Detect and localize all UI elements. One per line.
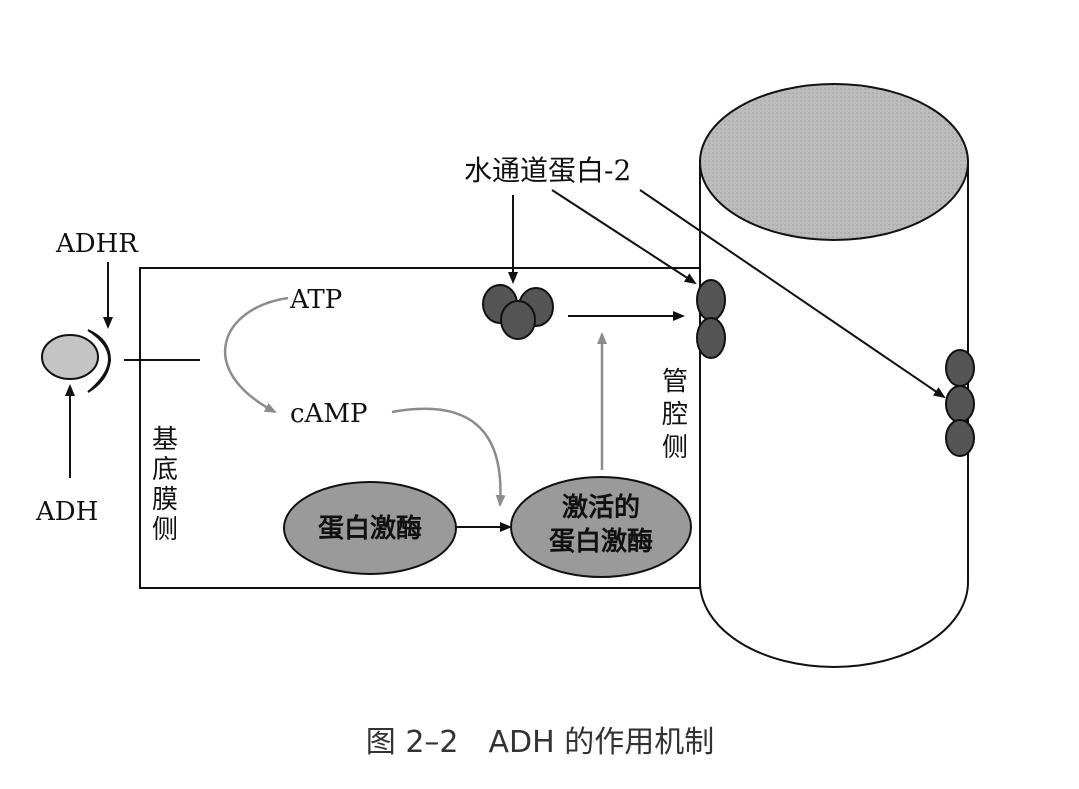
tubule-lumen-top — [699, 83, 969, 241]
luminal-char: 侧 — [662, 433, 688, 463]
atp-to-camp-arrow — [223, 296, 289, 414]
aqp2-membrane-luminal — [696, 279, 726, 359]
luminal-side-label: 管 腔 侧 — [662, 367, 688, 463]
adhr-receptor — [87, 329, 112, 393]
aqp2-label-arrow-2 — [551, 189, 697, 285]
camp-label: cAMP — [290, 399, 367, 429]
basal-char: 膜 — [152, 485, 178, 515]
aqp2-label: 水通道蛋白-2 — [464, 154, 631, 187]
active-kinase-label-line1: 激活的 — [562, 492, 640, 523]
kinase-label: 蛋白激酶 — [318, 513, 422, 544]
adh-label: ADH — [35, 497, 98, 527]
adh-molecule — [41, 334, 99, 380]
luminal-char: 管 — [662, 367, 688, 397]
basal-char: 基 — [152, 425, 178, 455]
camp-to-kinase-arrow — [391, 407, 506, 507]
luminal-char: 腔 — [662, 400, 688, 430]
active-kinase-ellipse — [510, 476, 692, 578]
aqp2-label-arrow-3 — [639, 189, 946, 399]
tubule-cylinder — [699, 83, 969, 668]
basal-char: 侧 — [152, 515, 178, 545]
aqp2-vesicle-cluster — [482, 284, 554, 340]
figure-caption: 图 2–2 ADH 的作用机制 — [366, 725, 714, 760]
adhr-label: ADHR — [55, 229, 139, 259]
active-kinase-label-line2: 蛋白激酶 — [549, 526, 653, 557]
atp-label: ATP — [289, 285, 342, 315]
aqp2-membrane-tubule — [945, 349, 975, 457]
basal-side-label: 基 底 膜 侧 — [152, 425, 178, 545]
basal-char: 底 — [152, 455, 178, 485]
